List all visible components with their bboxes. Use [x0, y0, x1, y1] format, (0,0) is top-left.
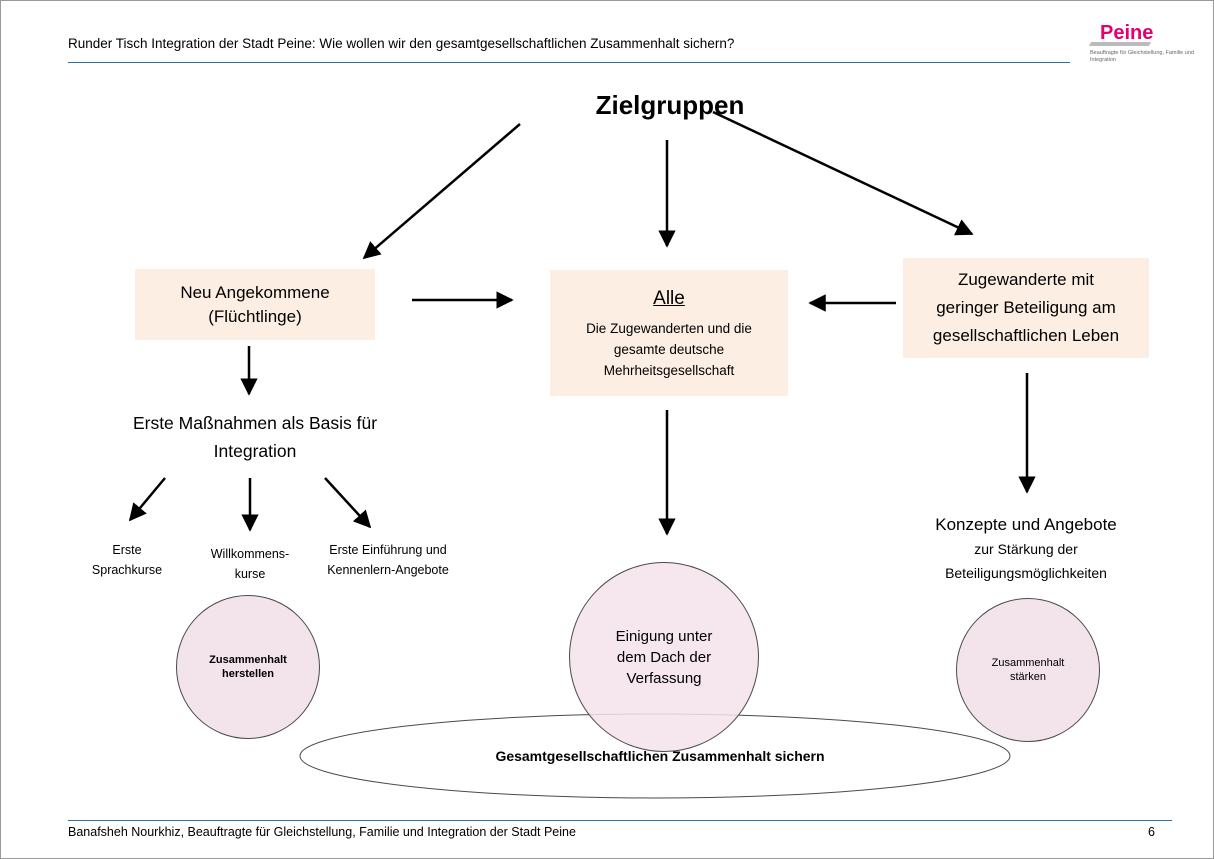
sub3-line1: Erste Einführung und: [329, 543, 447, 557]
footer-rule: [68, 820, 1172, 821]
box-right-line3: gesellschaftlichen Leben: [932, 326, 1120, 345]
circle-right-line2: stärken: [1009, 671, 1047, 683]
circle-create-cohesion: Zusammenhalt herstellen: [176, 595, 320, 739]
circle-strengthen-cohesion: Zusammenhalt stärken: [956, 598, 1100, 742]
box-low-participation: Zugewanderte mit geringer Beteiligung am…: [903, 258, 1149, 358]
circle-center-line3: Verfassung: [626, 669, 702, 687]
box-right-line2: geringer Beteiligung am: [936, 298, 1116, 317]
sub2-line2: kurse: [234, 567, 266, 581]
concepts-line3: Beteiligungsmöglichkeiten: [945, 565, 1107, 581]
box-new-arrivals: Neu Angekommene (Flüchtlinge): [135, 269, 375, 340]
sub3-line2: Kennenlern-Angebote: [327, 563, 449, 577]
sub1-line1: Erste: [112, 543, 142, 557]
sub1-line2: Sprachkurse: [91, 563, 163, 577]
box-left-line2: (Flüchtlinge): [208, 306, 302, 326]
sub-welcome-courses: Willkommens- kurse: [185, 544, 315, 584]
circle-center-line1: Einigung unter: [615, 627, 713, 645]
logo-subtitle: Beauftragte für Gleichstellung, Familie …: [1090, 50, 1194, 63]
circle-constitution: Einigung unter dem Dach der Verfassung: [569, 562, 759, 752]
ellipse-label: Gesamtgesellschaftlichen Zusammenhalt si…: [495, 748, 825, 764]
arrow-title-to-left: [362, 123, 521, 260]
box-center-line1: Die Zugewanderten und die: [586, 320, 752, 336]
circle-center-line2: dem Dach der: [616, 648, 712, 666]
peine-logo: Peine Beauftragte für Gleichstellung, Fa…: [1088, 22, 1200, 72]
box-center-heading: Alle: [653, 287, 685, 309]
box-center-line2: gesamte deutsche: [613, 341, 725, 357]
box-left-line1: Neu Angekommene: [180, 282, 330, 302]
arrow-measures-to-sub1: [128, 477, 166, 522]
first-measures: Erste Maßnahmen als Basis für Integratio…: [100, 409, 410, 465]
sub-introduction-offers: Erste Einführung und Kennenlern-Angebote: [308, 540, 468, 580]
header-rule: [68, 62, 1070, 63]
measures-line1: Erste Maßnahmen als Basis für: [132, 413, 378, 433]
box-center-line3: Mehrheitsgesellschaft: [603, 362, 735, 378]
sub2-line1: Willkommens-: [210, 547, 290, 561]
sub-language-courses: Erste Sprachkurse: [72, 540, 182, 580]
page-number: 6: [1148, 825, 1155, 839]
header-title: Runder Tisch Integration der Stadt Peine…: [68, 36, 735, 51]
footer-text: Banafsheh Nourkhiz, Beauftragte für Glei…: [68, 825, 576, 839]
concepts-line2: zur Stärkung der: [974, 541, 1078, 557]
measures-line2: Integration: [213, 441, 297, 461]
concepts-offers: Konzepte und Angebote zur Stärkung der B…: [890, 513, 1162, 585]
circle-left-line2: herstellen: [222, 668, 274, 680]
circle-right-line1: Zusammenhalt: [991, 657, 1065, 669]
box-right-line1: Zugewanderte mit: [957, 270, 1095, 289]
concepts-line1: Konzepte und Angebote: [935, 515, 1117, 534]
arrow-measures-to-sub3: [324, 477, 372, 529]
diagram-title: Zielgruppen: [595, 90, 745, 120]
box-all: Alle Die Zugewanderten und die gesamte d…: [550, 270, 788, 396]
arrow-title-to-right: [712, 110, 974, 236]
logo-word: Peine: [1100, 22, 1154, 44]
circle-left-line1: Zusammenhalt: [209, 654, 287, 666]
